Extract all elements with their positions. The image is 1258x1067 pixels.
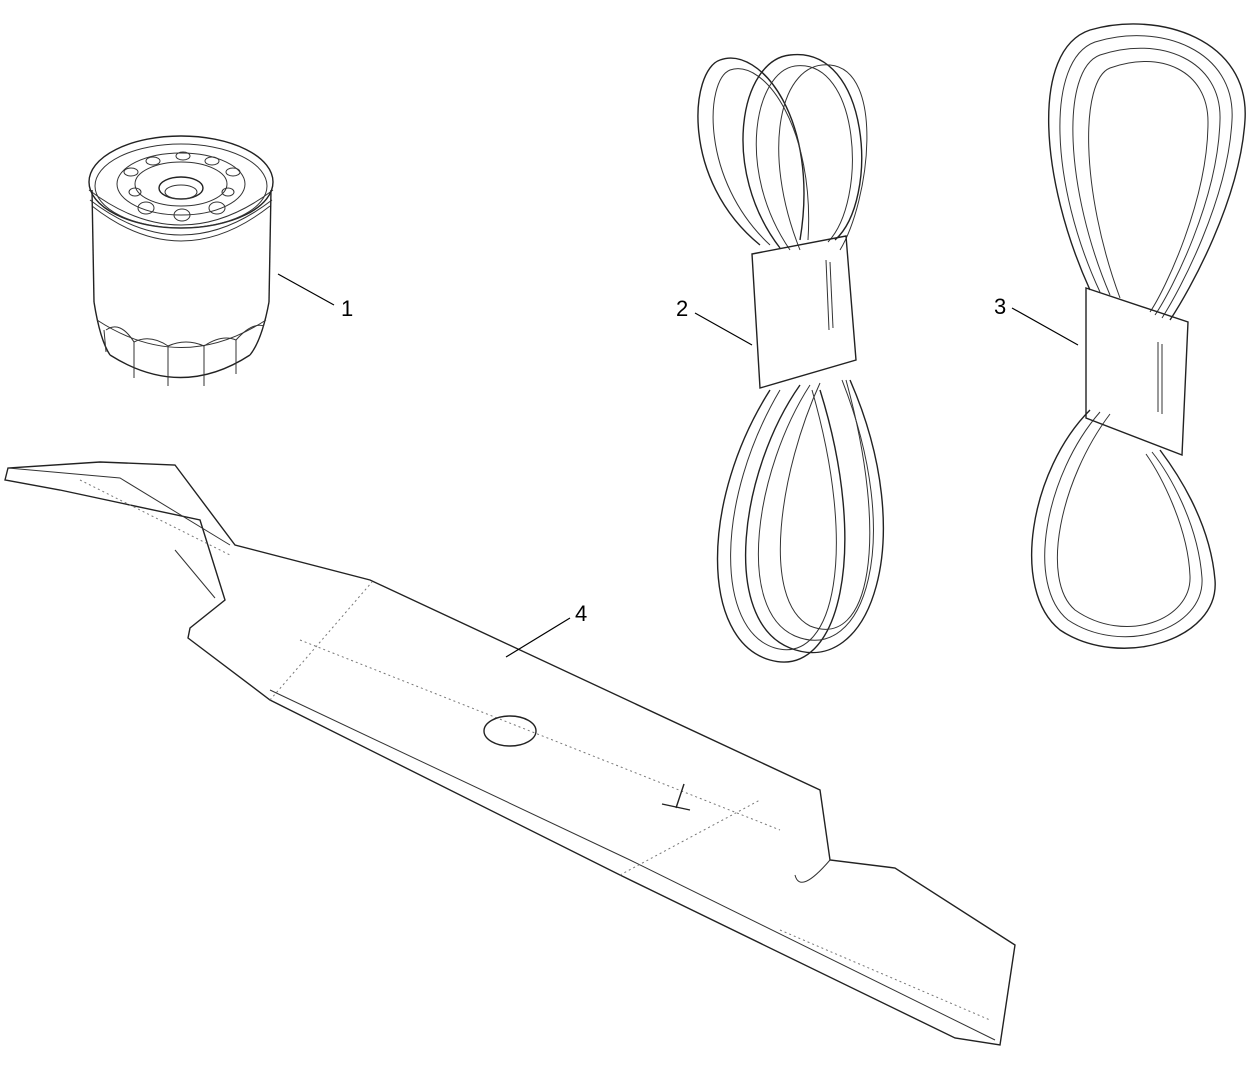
callout-label-2: 2 <box>676 296 689 321</box>
belt-part-3 <box>1031 23 1246 649</box>
callout-label-4: 4 <box>575 601 588 626</box>
mower-blade-part <box>4 461 1016 1046</box>
oil-filter-part <box>88 135 274 386</box>
belt-part-2 <box>697 54 885 663</box>
leader-line-3 <box>1011 307 1079 346</box>
callout-label-3: 3 <box>994 294 1007 319</box>
leader-line-4 <box>505 617 571 658</box>
leader-line-1 <box>277 273 335 306</box>
callout-label-1: 1 <box>341 296 354 321</box>
leader-line-2 <box>694 312 753 346</box>
